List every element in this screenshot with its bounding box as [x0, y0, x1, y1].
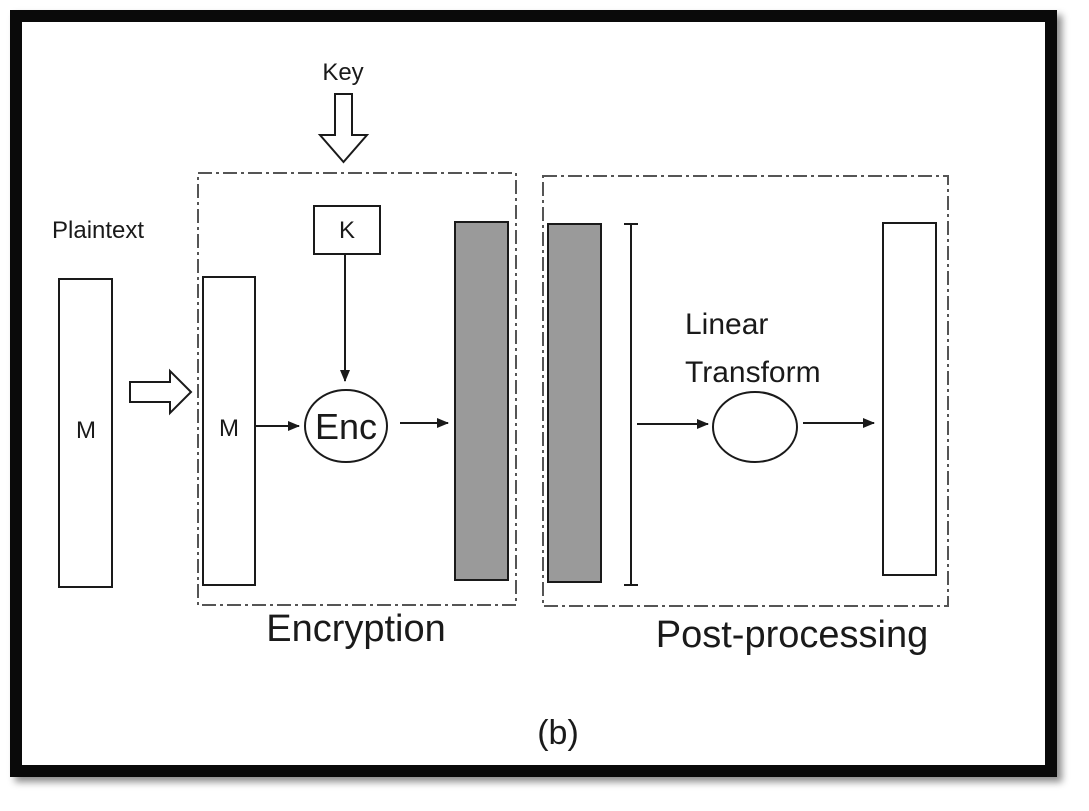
message-block-label: M — [219, 415, 239, 442]
linear-transform-node — [712, 391, 798, 463]
plaintext-label: Plaintext — [52, 217, 144, 244]
input-hollow-arrow — [129, 368, 193, 416]
post-ciphertext-block — [547, 223, 602, 583]
enc-function-node — [304, 389, 388, 463]
post-processing-group-border — [542, 175, 949, 607]
key-box-label: K — [339, 217, 355, 244]
enc-function-label: Enc — [315, 406, 377, 447]
encryption-group-label: Encryption — [266, 608, 446, 650]
linear-transform-label-line1: Linear — [685, 308, 768, 341]
figure-caption: (b) — [537, 714, 579, 752]
linear-transform-label-line2: Transform — [685, 356, 821, 389]
message-block — [202, 276, 256, 586]
encryption-group-border — [197, 172, 517, 606]
key-hollow-arrow — [317, 93, 370, 164]
post-processing-group-label: Post-processing — [656, 614, 928, 656]
output-block — [882, 222, 937, 576]
plaintext-block-label: M — [76, 417, 96, 444]
plaintext-block — [58, 278, 113, 588]
key-label: Key — [322, 59, 363, 86]
ciphertext-block — [454, 221, 509, 581]
key-box — [313, 205, 381, 255]
